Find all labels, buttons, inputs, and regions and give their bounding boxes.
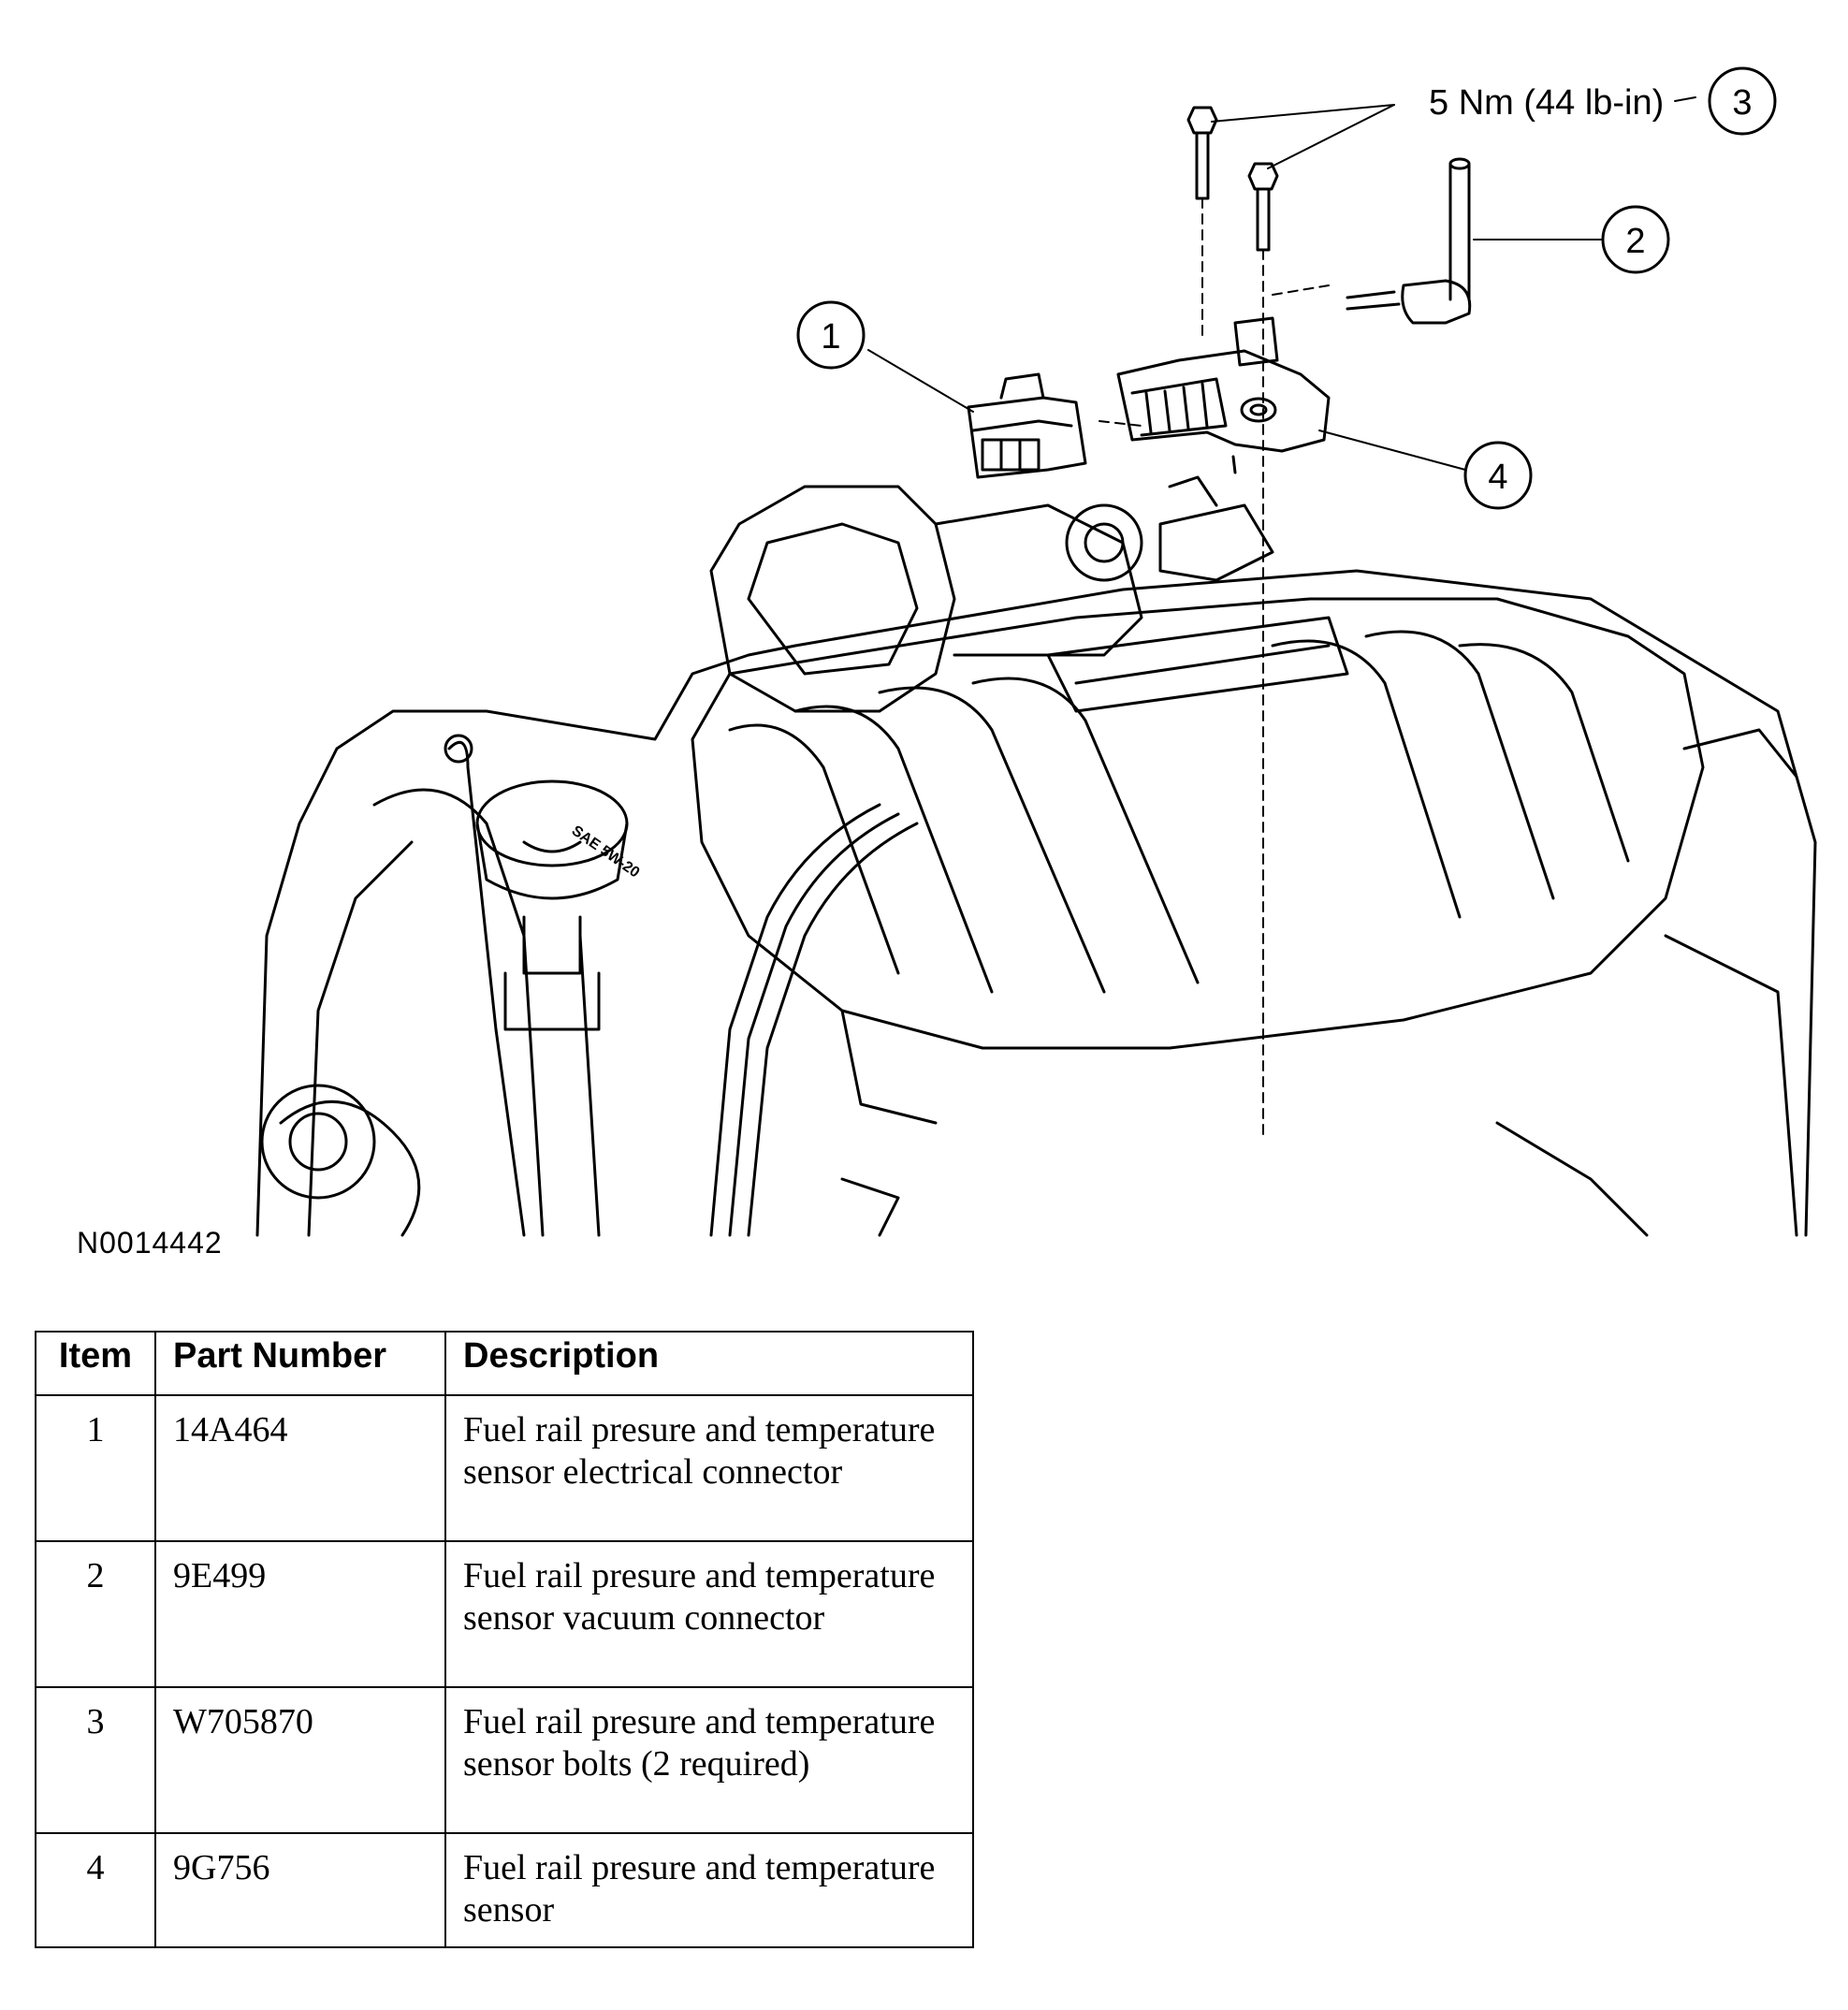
table-header-row: Item Part Number Description <box>35 1331 974 1396</box>
leader-line-3b <box>1267 104 1395 169</box>
header-part-number: Part Number <box>154 1331 446 1396</box>
leader-line-4 <box>1318 430 1466 471</box>
table-row: 2 9E499 Fuel rail presure and temperatur… <box>35 1540 974 1688</box>
table-row: 1 14A464 Fuel rail presure and temperatu… <box>35 1394 974 1542</box>
callout-1: 1 <box>821 317 840 357</box>
callout-4-circle <box>1463 441 1533 510</box>
dipstick <box>447 740 526 1237</box>
engine-exploded-diagram: 5 Nm (44 lb-in) 3 2 1 4 SAE 5W-20 <box>255 66 1817 1237</box>
part-number-cell: 9E499 <box>154 1540 446 1688</box>
engine-block <box>255 569 1817 1237</box>
table-row: 3 W705870 Fuel rail presure and temperat… <box>35 1686 974 1834</box>
leader-line-1 <box>867 349 974 413</box>
fuel-rail-pressure-sensor <box>1116 316 1331 474</box>
part-number-cell: 14A464 <box>154 1394 446 1542</box>
bolt-3b <box>1247 162 1279 252</box>
callout-1-circle <box>796 300 866 370</box>
callout-4: 4 <box>1488 458 1507 497</box>
leader-line-3a <box>1211 104 1395 123</box>
part-number-cell: 9G756 <box>154 1832 446 1948</box>
parts-table: Item Part Number Description 1 14A464 Fu… <box>35 1331 974 1948</box>
intake-manifold <box>691 597 1705 1125</box>
description-cell: Fuel rail presure and temperature sensor… <box>444 1540 974 1688</box>
wiring-harness <box>709 728 1798 1237</box>
description-cell: Fuel rail presure and temperature sensor <box>444 1832 974 1948</box>
figure-id: N0014442 <box>77 1226 223 1260</box>
oil-filler-cap <box>475 779 629 1031</box>
description-cell: Fuel rail presure and temperature sensor… <box>444 1686 974 1834</box>
electrical-connector <box>967 372 1087 479</box>
throttle-body <box>709 475 1274 713</box>
item-cell: 3 <box>35 1686 156 1834</box>
dipstick-handle <box>444 734 473 764</box>
item-cell: 1 <box>35 1394 156 1542</box>
description-cell: Fuel rail presure and temperature sensor… <box>444 1394 974 1542</box>
callout-3-circle <box>1708 66 1777 136</box>
part-number-cell: W705870 <box>154 1686 446 1834</box>
torque-label: 5 Nm (44 lb-in) <box>1429 83 1664 123</box>
leader-line-3 <box>1674 96 1696 102</box>
item-cell: 2 <box>35 1540 156 1688</box>
table-row: 4 9G756 Fuel rail presure and temperatur… <box>35 1832 974 1948</box>
item-cell: 4 <box>35 1832 156 1948</box>
header-item: Item <box>35 1331 156 1396</box>
callout-3: 3 <box>1732 83 1752 123</box>
callout-2: 2 <box>1625 222 1645 261</box>
callout-2-circle <box>1601 205 1670 274</box>
oil-cap-label: SAE 5W-20 <box>569 823 643 881</box>
vacuum-connector <box>1346 157 1472 325</box>
header-description: Description <box>444 1331 974 1396</box>
